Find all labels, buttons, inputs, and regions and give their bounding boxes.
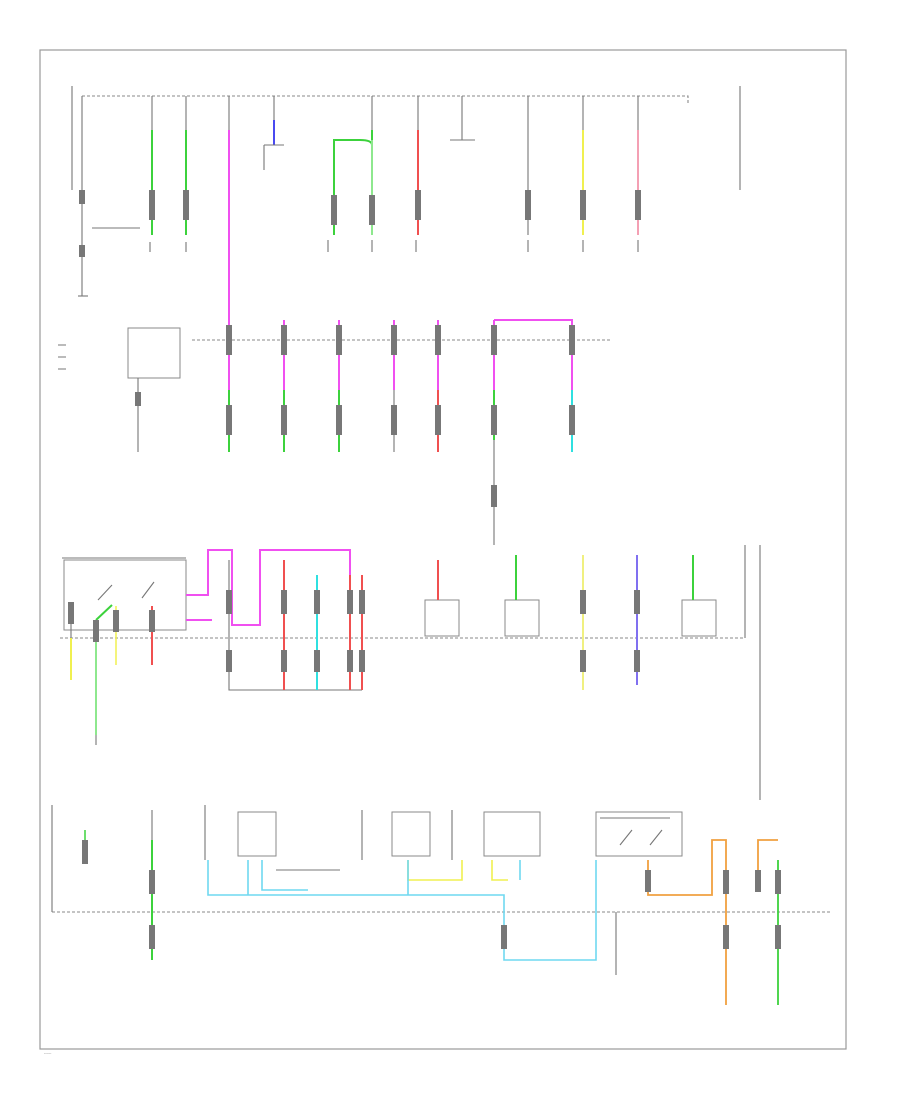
module-1 [424,560,460,637]
switch-wire-2 [93,604,113,745]
relay-pink-loop [186,549,351,690]
ignition-switch-connector [135,392,141,406]
lower-module-d [595,811,683,857]
module-5 [681,555,717,637]
fuse-5 [331,96,375,235]
diagram-frame [39,49,847,1050]
battery-connector [79,190,85,204]
lower-module-d-contacts [600,817,670,846]
fuse-block-output-pins [149,240,639,252]
module-2 [504,555,540,637]
relay-switch-contacts [97,581,155,601]
ignition-circuit-4 [391,320,397,452]
ignition-bus-section [58,319,612,545]
right-feed-line [744,545,761,800]
fuse-1 [149,96,155,235]
fuse-10 [635,96,641,235]
ignition-circuit-6 [491,319,575,545]
module-4 [634,555,640,685]
switch-wire-4 [149,606,155,665]
relay-row-section [60,545,761,800]
fuse-6 [415,96,421,235]
page-number: ------ [44,1051,52,1055]
lower-module-leads [204,805,453,871]
fuse-block-section [71,86,741,340]
fuse-8 [525,96,531,235]
ignition-switch [127,327,181,379]
lower-module-b [391,811,431,857]
fuse-2 [183,96,189,235]
ignition-circuit-3 [336,320,342,452]
lower-wire-green [149,810,155,960]
ignition-circuit-5 [435,320,441,452]
lower-modules-section [51,805,832,1005]
lower-light-blue-circuit [207,860,597,961]
relay-switch-box [63,559,187,631]
lower-module-c [483,811,541,857]
fuse-4 [263,96,284,170]
lower-module-a [237,811,277,857]
battery-bus-bar [82,95,689,104]
ignition-circuit-1 [226,325,232,452]
relay-drops [226,560,365,691]
ignition-switch-legend-marks [58,344,66,370]
battery-ground-connector [79,245,85,257]
fuse-9 [580,96,586,235]
lower-orange-circuit [647,839,727,1005]
fuse-7 [450,96,475,141]
lower-yellow-circuit [407,860,508,881]
lower-switch-1 [82,830,88,864]
module-3 [580,555,586,690]
ignition-circuit-2 [281,320,287,452]
lower-connector-c [501,925,507,949]
switch-wire-3 [113,606,119,665]
switch-wire-1 [68,602,74,680]
